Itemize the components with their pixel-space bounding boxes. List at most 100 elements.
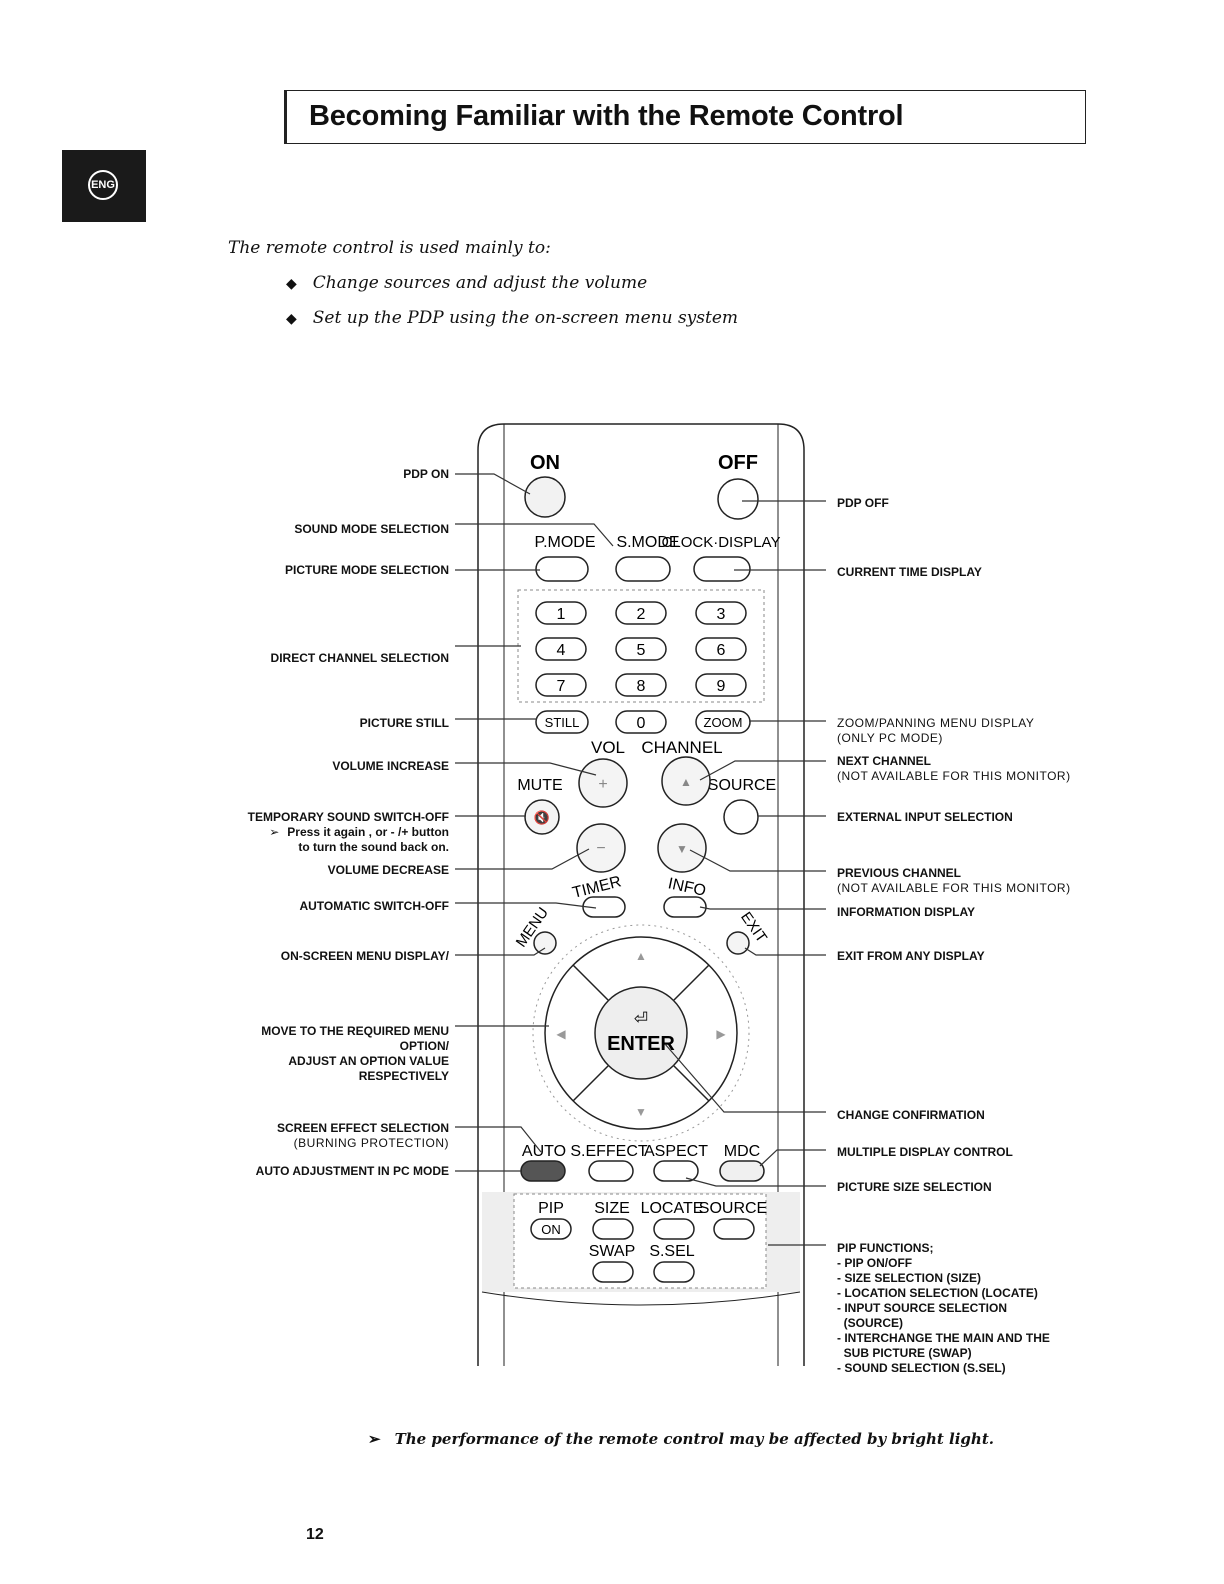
info-button (663, 896, 707, 918)
power-on-button (524, 476, 566, 518)
label-auto-adjust: AUTO ADJUSTMENT IN PC MODE (255, 1164, 449, 1178)
zoom-label: ZOOM (704, 715, 743, 730)
mute-label: MUTE (517, 777, 562, 794)
digit-4-button (535, 637, 587, 661)
pip-function-line: - SIZE SELECTION (SIZE) (837, 1271, 982, 1285)
digit-8-label: 8 (637, 678, 646, 695)
label-picture-mode: PICTURE MODE SELECTION (284, 563, 449, 577)
size-label: SIZE (594, 1200, 630, 1217)
temp-sound-off-note-1: ➢Press it again , or - /+ button (269, 825, 449, 839)
seffect-label: S.EFFECT (570, 1143, 648, 1160)
temp-sound-off-title: TEMPORARY SOUND SWITCH-OFF (247, 810, 449, 824)
digit-6-label: 6 (717, 642, 726, 659)
mute-speaker-icon: 🔇 (534, 810, 550, 825)
remote-outline (477, 423, 805, 1366)
down-arrow-icon: ▼ (676, 842, 688, 856)
label-temp-sound-off: TEMPORARY SOUND SWITCH-OFF ➢Press it aga… (248, 810, 449, 855)
next-channel-title: NEXT CHANNEL (837, 754, 932, 768)
pip-function-line: - LOCATION SELECTION (LOCATE) (837, 1286, 1038, 1300)
temp-sound-off-note-2: to turn the sound back on. (298, 840, 449, 854)
move-menu-line-3: ADJUST AN OPTION VALUE (288, 1054, 449, 1068)
plus-icon: + (598, 776, 607, 793)
pip-size-button (592, 1218, 634, 1240)
title-box: Becoming Familiar with the Remote Contro… (284, 90, 1086, 144)
digit-0-label: 0 (637, 715, 646, 732)
intro-bullet-2: ◆Set up the PDP using the on-screen menu… (286, 308, 739, 328)
channel-down-button (657, 823, 707, 873)
aspect-button (653, 1160, 699, 1182)
pip-function-line: - INPUT SOURCE SELECTION (837, 1301, 1008, 1315)
still-label: STILL (545, 715, 580, 730)
label-onscreen-menu: ON-SCREEN MENU DISPLAY/ (280, 949, 449, 963)
locate-label: LOCATE (641, 1200, 704, 1217)
digit-8-button (615, 673, 667, 697)
pip-function-line: - SOUND SELECTION (S.SEL) (837, 1361, 1006, 1375)
digit-7-label: 7 (557, 678, 566, 695)
label-pdp-off: PDP OFF (837, 496, 889, 510)
label-change-confirm: CHANGE CONFIRMATION (837, 1108, 985, 1122)
aspect-label: ASPECT (644, 1143, 708, 1160)
label-direct-channel: DIRECT CHANNEL SELECTION (270, 651, 449, 665)
note-arrow-icon: ➢ (269, 825, 280, 839)
digit-0-button (615, 710, 667, 734)
move-menu-line-1: MOVE TO THE REQUIRED MENU (261, 1024, 449, 1038)
mute-button (524, 799, 560, 835)
ssel-label: S.SEL (649, 1243, 694, 1260)
zoom-button (695, 710, 751, 734)
digit-3-button (695, 601, 747, 625)
move-menu-line-4: RESPECTIVELY (358, 1069, 449, 1083)
still-button (535, 710, 589, 734)
digit-7-button (535, 673, 587, 697)
nav-up-icon: ▲ (635, 949, 647, 963)
pip-on-label: ON (541, 1222, 561, 1237)
menu-button (533, 931, 557, 955)
auto-label: AUTO (522, 1143, 566, 1160)
digit-9-label: 9 (717, 678, 726, 695)
label-prev-channel: PREVIOUS CHANNEL (NOT AVAILABLE FOR THIS… (837, 866, 1071, 896)
diamond-bullet-icon: ◆ (286, 311, 297, 327)
intro-lead: The remote control is used mainly to: (228, 238, 551, 258)
label-pip-functions: PIP FUNCTIONS; - PIP ON/OFF - SIZE SELEC… (837, 1241, 1050, 1376)
vol-label: VOL (591, 738, 625, 757)
label-volume-increase: VOLUME INCREASE (332, 759, 449, 773)
channel-label: CHANNEL (641, 738, 722, 757)
clock-display-button (693, 556, 751, 582)
pip-function-line: - PIP ON/OFF (837, 1256, 913, 1270)
digit-5-label: 5 (637, 642, 646, 659)
source-button (723, 799, 759, 835)
up-arrow-icon: ▲ (680, 775, 692, 789)
label-move-menu: MOVE TO THE REQUIRED MENU OPTION/ ADJUST… (261, 1024, 449, 1084)
nav-down-icon: ▼ (635, 1105, 647, 1119)
bright-light-note: ➢The performance of the remote control m… (368, 1430, 994, 1448)
pip-frame (513, 1193, 767, 1289)
pip-locate-button (653, 1218, 695, 1240)
label-picture-still: PICTURE STILL (359, 716, 449, 730)
pip-function-line: - INTERCHANGE THE MAIN AND THE (837, 1331, 1050, 1345)
digit-2-label: 2 (637, 606, 646, 623)
label-volume-decrease: VOLUME DECREASE (327, 863, 449, 877)
label-exit-display: EXIT FROM ANY DISPLAY (837, 949, 985, 963)
auto-button (520, 1160, 566, 1182)
pip-source-label: SOURCE (699, 1200, 767, 1217)
swap-button (592, 1261, 634, 1283)
volume-up-button (578, 758, 628, 808)
label-zoom: ZOOM/PANNING MENU DISPLAY (ONLY PC MODE) (837, 716, 1034, 746)
label-mdc: MULTIPLE DISPLAY CONTROL (837, 1145, 1013, 1159)
leader-lines-left (455, 473, 614, 1172)
smode-button (615, 556, 671, 582)
pip-label: PIP (538, 1200, 564, 1217)
channel-up-button (661, 756, 711, 806)
info-label: INFO (666, 875, 707, 900)
label-info-display: INFORMATION DISPLAY (837, 905, 976, 919)
clock-label: CLOCK·DISPLAY (662, 534, 781, 551)
label-external-input: EXTERNAL INPUT SELECTION (837, 810, 1013, 824)
prev-channel-sub: (NOT AVAILABLE FOR THIS MONITOR) (837, 881, 1071, 895)
note-arrow-icon: ➢ (368, 1430, 381, 1448)
label-screen-effect: SCREEN EFFECT SELECTION (BURNING PROTECT… (277, 1121, 449, 1151)
label-picture-size: PICTURE SIZE SELECTION (837, 1180, 992, 1194)
digit-9-button (695, 673, 747, 697)
on-label: ON (530, 452, 560, 474)
screen-effect-title: SCREEN EFFECT SELECTION (276, 1121, 449, 1135)
next-channel-sub: (NOT AVAILABLE FOR THIS MONITOR) (837, 769, 1071, 783)
zoom-line-1: ZOOM/PANNING MENU DISPLAY (837, 716, 1035, 730)
